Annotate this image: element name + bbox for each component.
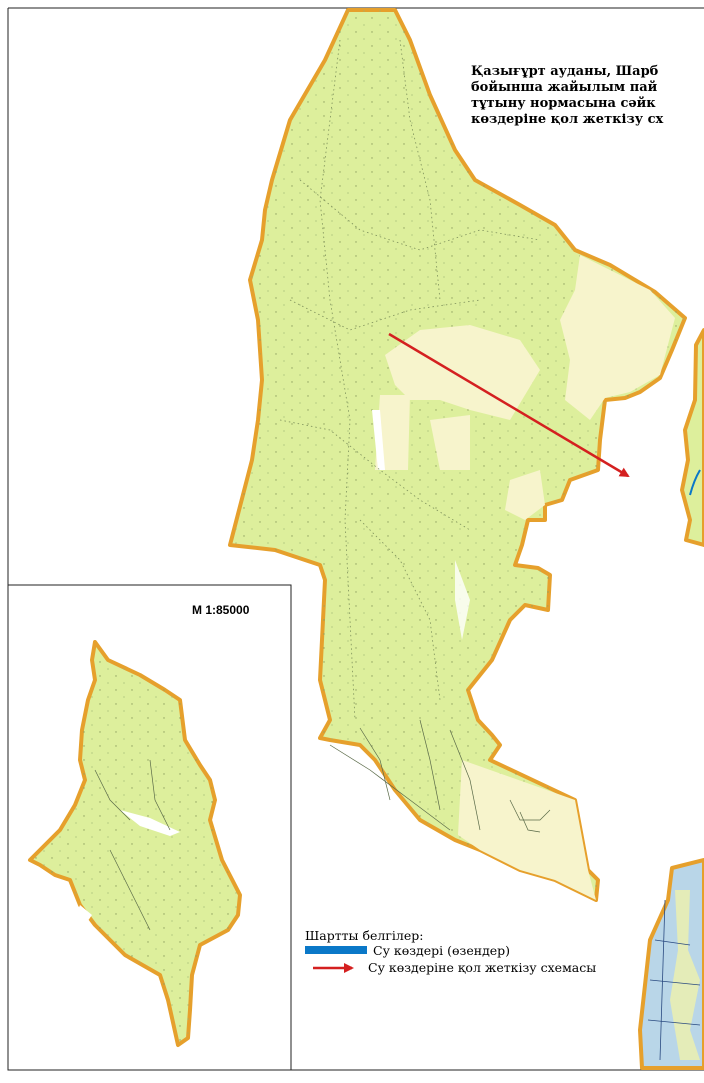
tracks xyxy=(279,39,541,721)
main-territory xyxy=(228,8,687,902)
inset-scale-label: М 1:85000 xyxy=(192,603,250,617)
east-fragment-shape xyxy=(680,328,704,547)
legend-heading: Шартты белгілер: xyxy=(305,928,423,943)
pale-zone-south xyxy=(458,760,596,900)
legend-water-label: Су көздері (өзендер) xyxy=(373,943,510,958)
pale-zone-small xyxy=(430,415,470,470)
legend: Шартты белгілер: Су көздері (өзендер) Су… xyxy=(305,928,596,975)
pale-zone-center xyxy=(385,325,540,420)
east-territory-fragment xyxy=(680,328,704,547)
title-line-3: тұтыну нормасына сәйк xyxy=(471,96,656,111)
title-line-4: көздеріне қол жеткізу сх xyxy=(471,112,664,127)
title-line-1: Қазығұрт ауданы, Шарб xyxy=(471,64,659,79)
legend-arrow-label: Су көздеріне қол жеткізу схемасы xyxy=(368,960,596,975)
road-network xyxy=(329,719,551,833)
south-territory-fragment xyxy=(638,858,704,1070)
river-fragment xyxy=(689,469,701,496)
inset-territory-texture xyxy=(30,642,240,1045)
pale-zone-west xyxy=(375,395,410,470)
legend-water-symbol xyxy=(305,946,367,954)
title-line-2: бойынша жайылым пай xyxy=(471,80,658,95)
water-access-arrow xyxy=(388,332,630,478)
clearing-strip xyxy=(372,410,385,470)
inset-tracks xyxy=(94,759,171,931)
pale-zone-notch xyxy=(505,470,545,520)
south-fragment-land xyxy=(670,890,700,1060)
south-fragment-lines xyxy=(647,899,701,1061)
clearing-strip-2 xyxy=(455,560,470,640)
south-fragment-shape xyxy=(638,858,704,1070)
inset-clearing xyxy=(120,810,180,836)
inset-map: М 1:85000 xyxy=(7,584,292,1071)
pale-zone-east xyxy=(560,255,675,420)
inset-clearing-2 xyxy=(76,905,92,925)
map-title: Қазығұрт ауданы, Шарб бойынша жайылым па… xyxy=(471,64,664,127)
